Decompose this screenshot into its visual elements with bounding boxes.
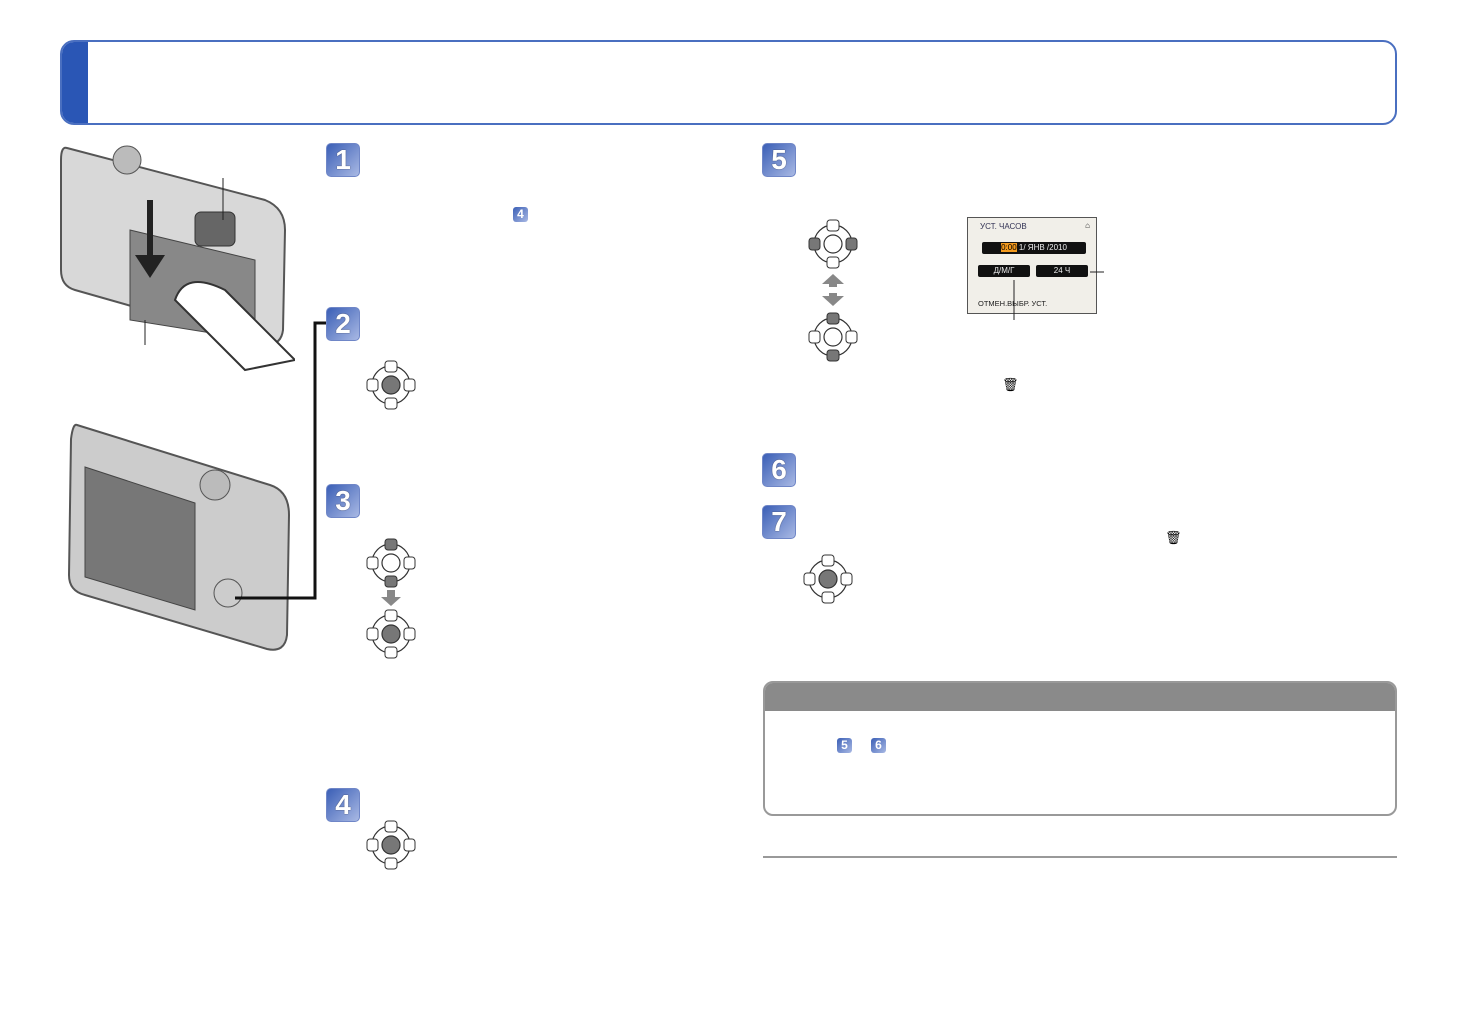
- connector-line: [235, 321, 326, 600]
- camera-back-open: [60, 145, 295, 372]
- page-header: [60, 40, 1397, 125]
- lcd-date-format: Д/М/Г: [978, 265, 1030, 277]
- step-1-badge: 1: [326, 143, 360, 177]
- dpad-right: [403, 838, 416, 852]
- dpad-left: [366, 556, 379, 570]
- dpad-down: [384, 646, 398, 659]
- dpad-up: [384, 538, 398, 551]
- dpad-icon: [366, 609, 416, 659]
- dpad-up: [384, 609, 398, 622]
- lcd-time: 0:00: [1001, 243, 1017, 252]
- arrow-up-down-icon: [822, 274, 844, 306]
- header-accent: [62, 42, 88, 123]
- dpad-right: [840, 572, 853, 586]
- trash-icon: 🗑: [1165, 530, 1182, 545]
- camera-illustration: [60, 145, 295, 651]
- dpad-right: [403, 378, 416, 392]
- dpad-icon: [366, 360, 416, 410]
- home-icon: ⌂: [1085, 221, 1090, 230]
- dpad-center: [381, 624, 401, 644]
- dpad-left: [808, 330, 821, 344]
- dpad-icon: [366, 820, 416, 870]
- dpad-up: [384, 360, 398, 373]
- dpad-center: [818, 569, 838, 589]
- lcd-footer-select: ВЫБР.: [1007, 299, 1030, 308]
- step-7-badge: 7: [762, 505, 796, 539]
- lcd-date: 1/ ЯНВ /2010: [1018, 243, 1067, 252]
- step-5-badge: 5: [762, 143, 796, 177]
- dpad-icon: [808, 219, 858, 269]
- step-3-badge: 3: [326, 484, 360, 518]
- lcd-clock-screen: УСТ. ЧАСОВ ⌂ 0:00 1/ ЯНВ /2010 Д/М/Г 24 …: [967, 217, 1097, 314]
- dpad-center: [823, 327, 843, 347]
- note-header: [765, 683, 1395, 711]
- lcd-footer-cancel: ОТМЕН.: [978, 299, 1008, 308]
- dpad-right: [403, 556, 416, 570]
- dpad-icon: [803, 554, 853, 604]
- step-ref-badge: 4: [513, 207, 528, 222]
- dpad-right: [845, 237, 858, 251]
- dpad-center: [381, 375, 401, 395]
- dpad-down: [384, 575, 398, 588]
- lcd-footer-set: УСТ.: [1031, 299, 1048, 308]
- dpad-left: [366, 378, 379, 392]
- step-4-badge: 4: [326, 788, 360, 822]
- dpad-left: [366, 627, 379, 641]
- dpad-up: [826, 219, 840, 232]
- step-6-badge: 6: [762, 453, 796, 487]
- arrow-down-icon: [381, 590, 401, 606]
- dpad-center: [823, 234, 843, 254]
- dpad-up: [821, 554, 835, 567]
- divider: [763, 856, 1397, 858]
- dpad-left: [366, 838, 379, 852]
- camera-back: [67, 423, 291, 651]
- dpad-down: [821, 591, 835, 604]
- lcd-title: УСТ. ЧАСОВ: [980, 222, 1027, 231]
- dpad-center: [381, 553, 401, 573]
- dpad-icon: [366, 538, 416, 588]
- dpad-down: [826, 256, 840, 269]
- dpad-icon: [808, 312, 858, 362]
- dpad-right: [403, 627, 416, 641]
- trash-icon: 🗑: [1002, 377, 1019, 392]
- dpad-left: [808, 237, 821, 251]
- lcd-callout-lines: [1013, 271, 1104, 320]
- step-ref-badge: 5: [837, 738, 852, 753]
- dpad-right: [845, 330, 858, 344]
- dpad-center: [381, 835, 401, 855]
- dpad-up: [384, 820, 398, 833]
- step-2-badge: 2: [326, 307, 360, 341]
- lcd-time-format: 24 Ч: [1036, 265, 1088, 277]
- note-box: [763, 681, 1397, 816]
- dpad-down: [384, 857, 398, 870]
- dpad-down: [384, 397, 398, 410]
- dpad-left: [803, 572, 816, 586]
- dpad-down: [826, 349, 840, 362]
- step-ref-badge: 6: [871, 738, 886, 753]
- dpad-up: [826, 312, 840, 325]
